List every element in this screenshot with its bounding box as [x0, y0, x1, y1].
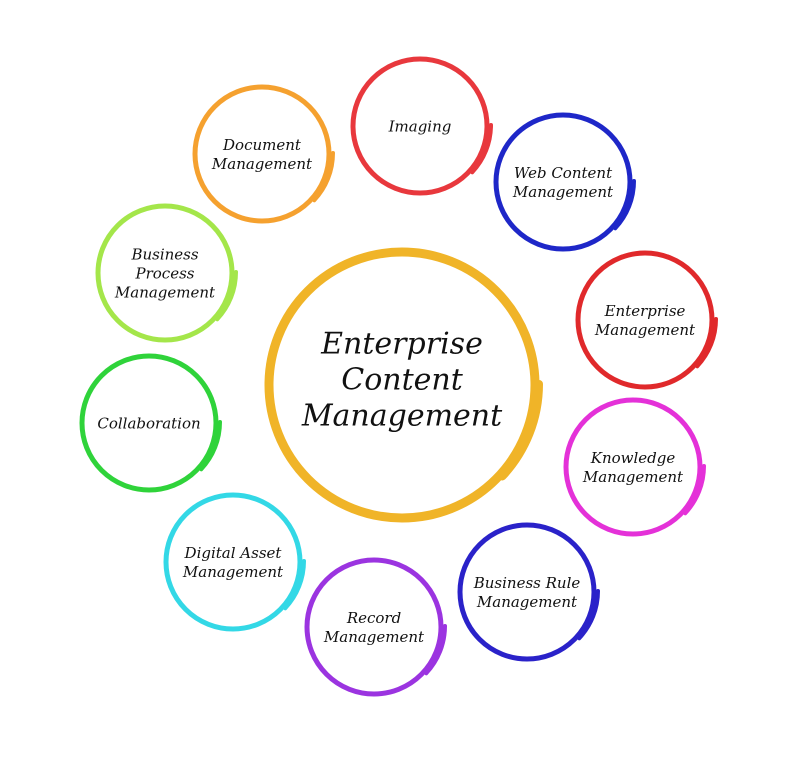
business-rule-circle-overlap	[458, 520, 600, 662]
document-label-line: Document	[222, 136, 302, 154]
web-content-circle-overlap	[494, 110, 636, 252]
business-process-label-line: Management	[114, 283, 216, 301]
business-process-circle-overlap	[96, 201, 238, 343]
web-content-circle	[493, 112, 633, 252]
center-label-line: Content	[341, 363, 463, 398]
record-label-line: Management	[323, 628, 425, 646]
collaboration-label-line: Collaboration	[97, 414, 200, 432]
imaging-label: Imaging	[388, 117, 452, 135]
document-circle	[192, 84, 332, 224]
digital-asset-label-line: Management	[182, 563, 284, 581]
enterprise-label-line: Enterprise	[604, 302, 686, 320]
knowledge-circle-overlap	[564, 395, 706, 537]
digital-asset-circle	[163, 492, 303, 632]
business-process-circle	[95, 203, 235, 343]
record-label-line: Record	[346, 609, 401, 627]
knowledge-circle	[563, 397, 703, 537]
record-circle	[304, 557, 444, 697]
collaboration-label: Collaboration	[97, 414, 200, 432]
business-rule-label-line: Management	[476, 593, 578, 611]
knowledge-label-line: Knowledge	[590, 449, 676, 467]
center-circle-overlap	[265, 245, 543, 523]
document-label-line: Management	[211, 155, 313, 173]
collaboration-circle	[79, 353, 219, 493]
center-label-line: Management	[301, 399, 503, 434]
web-content-label-line: Management	[512, 183, 614, 201]
imaging-circle-overlap	[351, 54, 493, 196]
digital-asset-circle-overlap	[164, 490, 306, 632]
collaboration-circle-overlap	[80, 351, 222, 493]
center-label-line: Enterprise	[320, 327, 483, 362]
business-rule-circle	[457, 522, 597, 662]
knowledge-label-line: Management	[582, 468, 684, 486]
digital-asset-label-line: Digital Asset	[184, 544, 283, 562]
enterprise-circle	[575, 250, 715, 390]
imaging-circle	[350, 56, 490, 196]
business-process-label-line: Business	[130, 245, 198, 263]
business-rule-label-line: Business Rule	[473, 574, 581, 592]
business-process-label-line: Process	[135, 264, 195, 282]
web-content-label-line: Web Content	[514, 164, 613, 182]
imaging-label-line: Imaging	[388, 117, 452, 135]
document-circle-overlap	[193, 82, 335, 224]
record-circle-overlap	[305, 555, 447, 697]
enterprise-label-line: Management	[594, 321, 696, 339]
enterprise-circle-overlap	[576, 248, 718, 390]
circle-layer	[79, 54, 718, 697]
